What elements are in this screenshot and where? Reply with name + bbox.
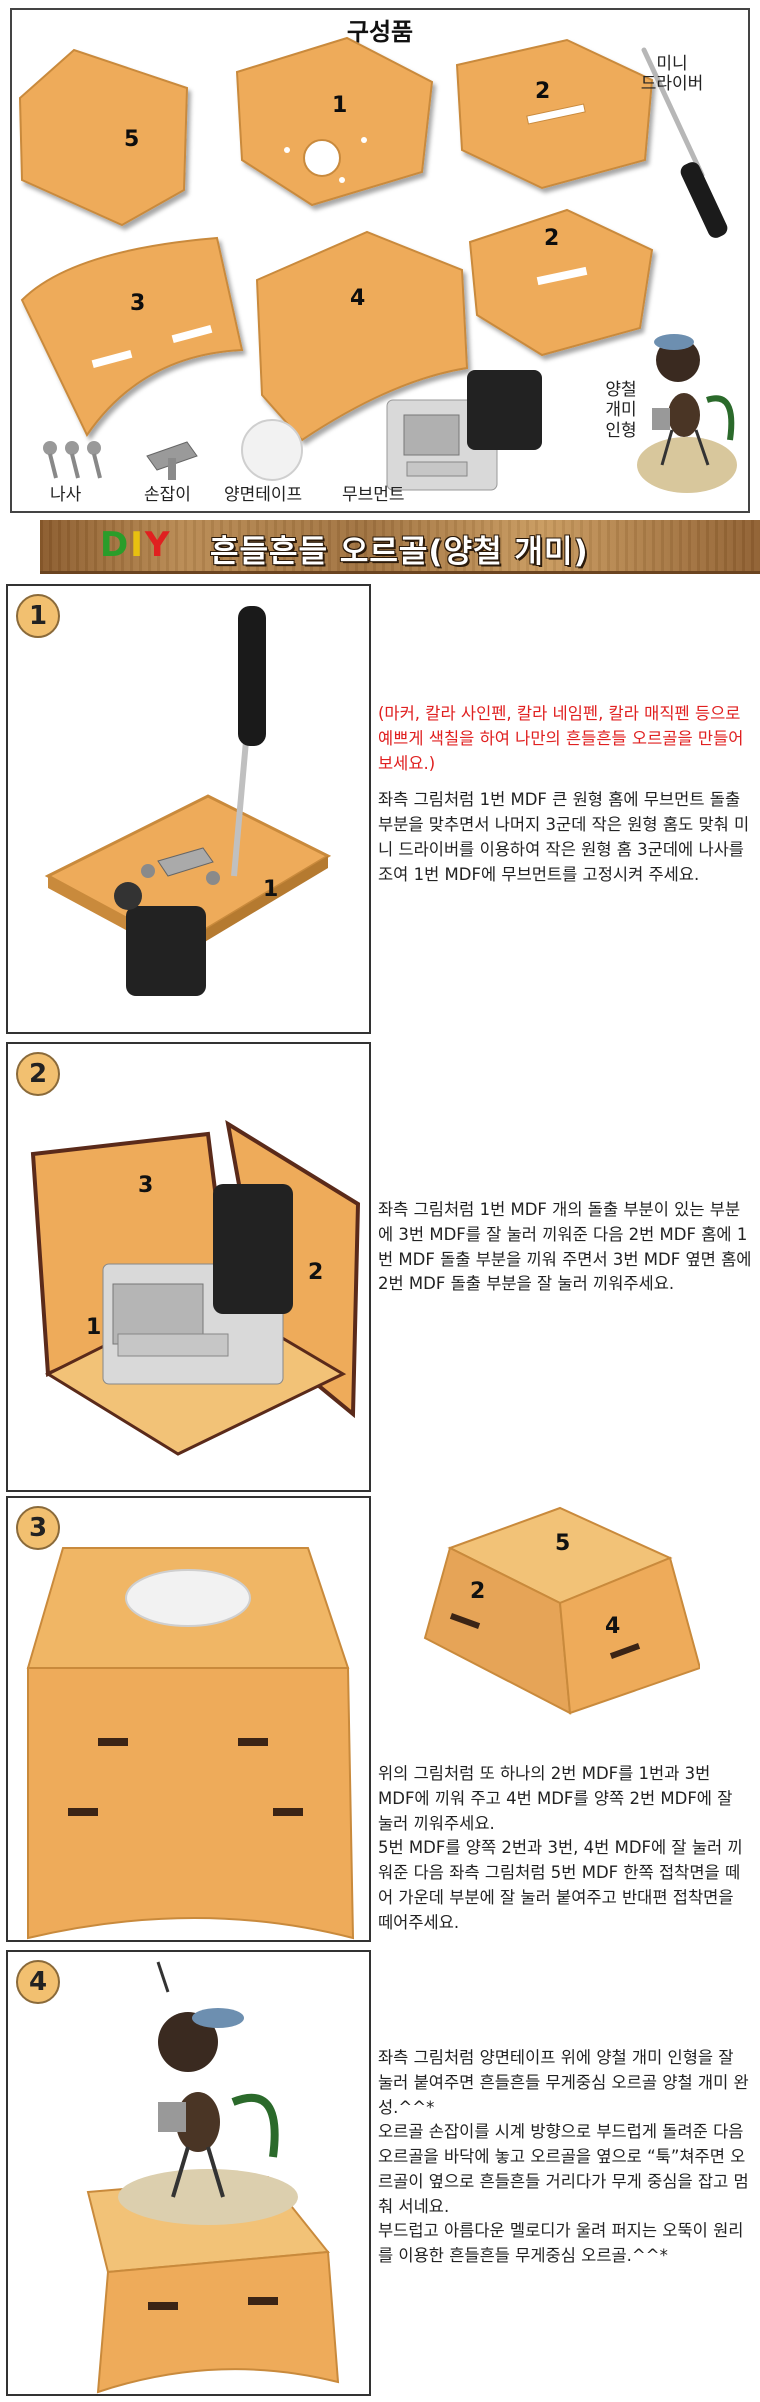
step-1-number: 1 (16, 594, 60, 638)
step-4-illustration (86, 1961, 340, 2394)
step-4-image: 4 (6, 1950, 371, 2396)
mdf-panel-5: 5 (18, 48, 189, 227)
tin-ant-icon (637, 334, 737, 493)
step-2-callout-2: 2 (308, 1260, 323, 1285)
part-label-movement: 무브먼트 (342, 485, 405, 505)
parts-illustration: 5 1 2 3 4 2 (18, 36, 737, 493)
step-3-number: 3 (16, 1506, 60, 1550)
step-1-instructions: 좌측 그림처럼 1번 MDF 큰 원형 홈에 무브먼트 돌출 부분을 맞추면서 … (378, 790, 750, 884)
step-3-instructions: 위의 그림처럼 또 하나의 2번 MDF를 1번과 3번 MDF에 끼워 주고 … (378, 1764, 743, 1932)
step-2-callout-3: 3 (138, 1173, 153, 1198)
step-2-illustration (30, 1119, 361, 1456)
mdf-panel-3: 3 (20, 236, 244, 437)
diy-letter-i: I (130, 525, 143, 565)
step-1-illustration (44, 606, 332, 996)
part-label-key: 손잡이 (144, 485, 191, 505)
screw-icon (43, 441, 102, 479)
movement-hole (303, 139, 341, 177)
step-3-image: 3 (6, 1496, 371, 1942)
step-1-image: 1 1 (6, 584, 371, 1034)
panel-4-label: 4 (350, 286, 365, 311)
step-3-text-block: 위의 그림처럼 또 하나의 2번 MDF를 1번과 3번 MDF에 끼워 주고 … (378, 1762, 752, 1935)
step-2-callout-1: 1 (86, 1315, 101, 1340)
screwdriver-icon (641, 47, 728, 238)
panel-2b-label: 2 (544, 226, 559, 251)
step-1-text-block: (마커, 칼라 사인펜, 칼라 네임펜, 칼라 매직펜 등으로 예쁘게 색칠을 … (378, 702, 752, 887)
step-3-callout-4: 4 (605, 1614, 620, 1639)
title-banner: D I Y 흔들흔들 오르골(양철 개미) (40, 520, 760, 574)
panel-1-label: 1 (332, 93, 347, 118)
step-1-callout-1: 1 (263, 877, 278, 902)
step-4-instructions: 좌측 그림처럼 양면테이프 위에 양철 개미 인형을 잘 눌러 붙여주면 흔들흔… (378, 2048, 749, 2265)
step-1-note: (마커, 칼라 사인펜, 칼라 네임펜, 칼라 매직펜 등으로 예쁘게 색칠을 … (378, 704, 744, 773)
mdf-panel-4: 4 (255, 230, 469, 442)
music-movement-icon (386, 370, 542, 491)
diy-letter-d: D (100, 525, 129, 565)
ant-label: 양철 개미 인형 (605, 380, 637, 441)
step-4-number: 4 (16, 1960, 60, 2004)
step-3-callout-5: 5 (555, 1531, 570, 1556)
mdf-panel-1: 1 (235, 36, 434, 207)
tape-disc-icon (241, 419, 303, 481)
mdf-panel-2-top: 2 (455, 38, 654, 190)
diy-logo: D I Y (100, 528, 170, 562)
parts-title: 구성품 (346, 18, 414, 46)
diy-letter-y: Y (144, 525, 170, 565)
step-3-callout-2: 2 (470, 1579, 485, 1604)
part-label-tape: 양면테이프 (224, 485, 303, 505)
step-2-number: 2 (16, 1052, 60, 1096)
step-3-illustration (26, 1547, 355, 1940)
step-2-image: 2 3 2 1 (6, 1042, 371, 1492)
parts-section: 구성품 5 1 2 3 (10, 8, 750, 513)
step-2-instructions: 좌측 그림처럼 1번 MDF 개의 돌출 부분이 있는 부분에 3번 MDF를 … (378, 1200, 752, 1294)
panel-5-label: 5 (124, 127, 139, 152)
panel-3-label: 3 (130, 291, 145, 316)
winding-key-icon (146, 441, 198, 480)
step-4-text-block: 좌측 그림처럼 양면테이프 위에 양철 개미 인형을 잘 눌러 붙여주면 흔들흔… (378, 2046, 752, 2269)
part-label-screw: 나사 (50, 485, 82, 505)
banner-title: 흔들흔들 오르골(양철 개미) (210, 534, 589, 570)
screwdriver-label: 미니 드라이버 (640, 54, 704, 95)
mdf-panel-2-bottom: 2 (468, 208, 654, 357)
step-2-text-block: 좌측 그림처럼 1번 MDF 개의 돌출 부분이 있는 부분에 3번 MDF를 … (378, 1198, 752, 1297)
panel-2a-label: 2 (535, 79, 550, 104)
step-3-assembled-box: 5 2 4 (423, 1506, 700, 1715)
